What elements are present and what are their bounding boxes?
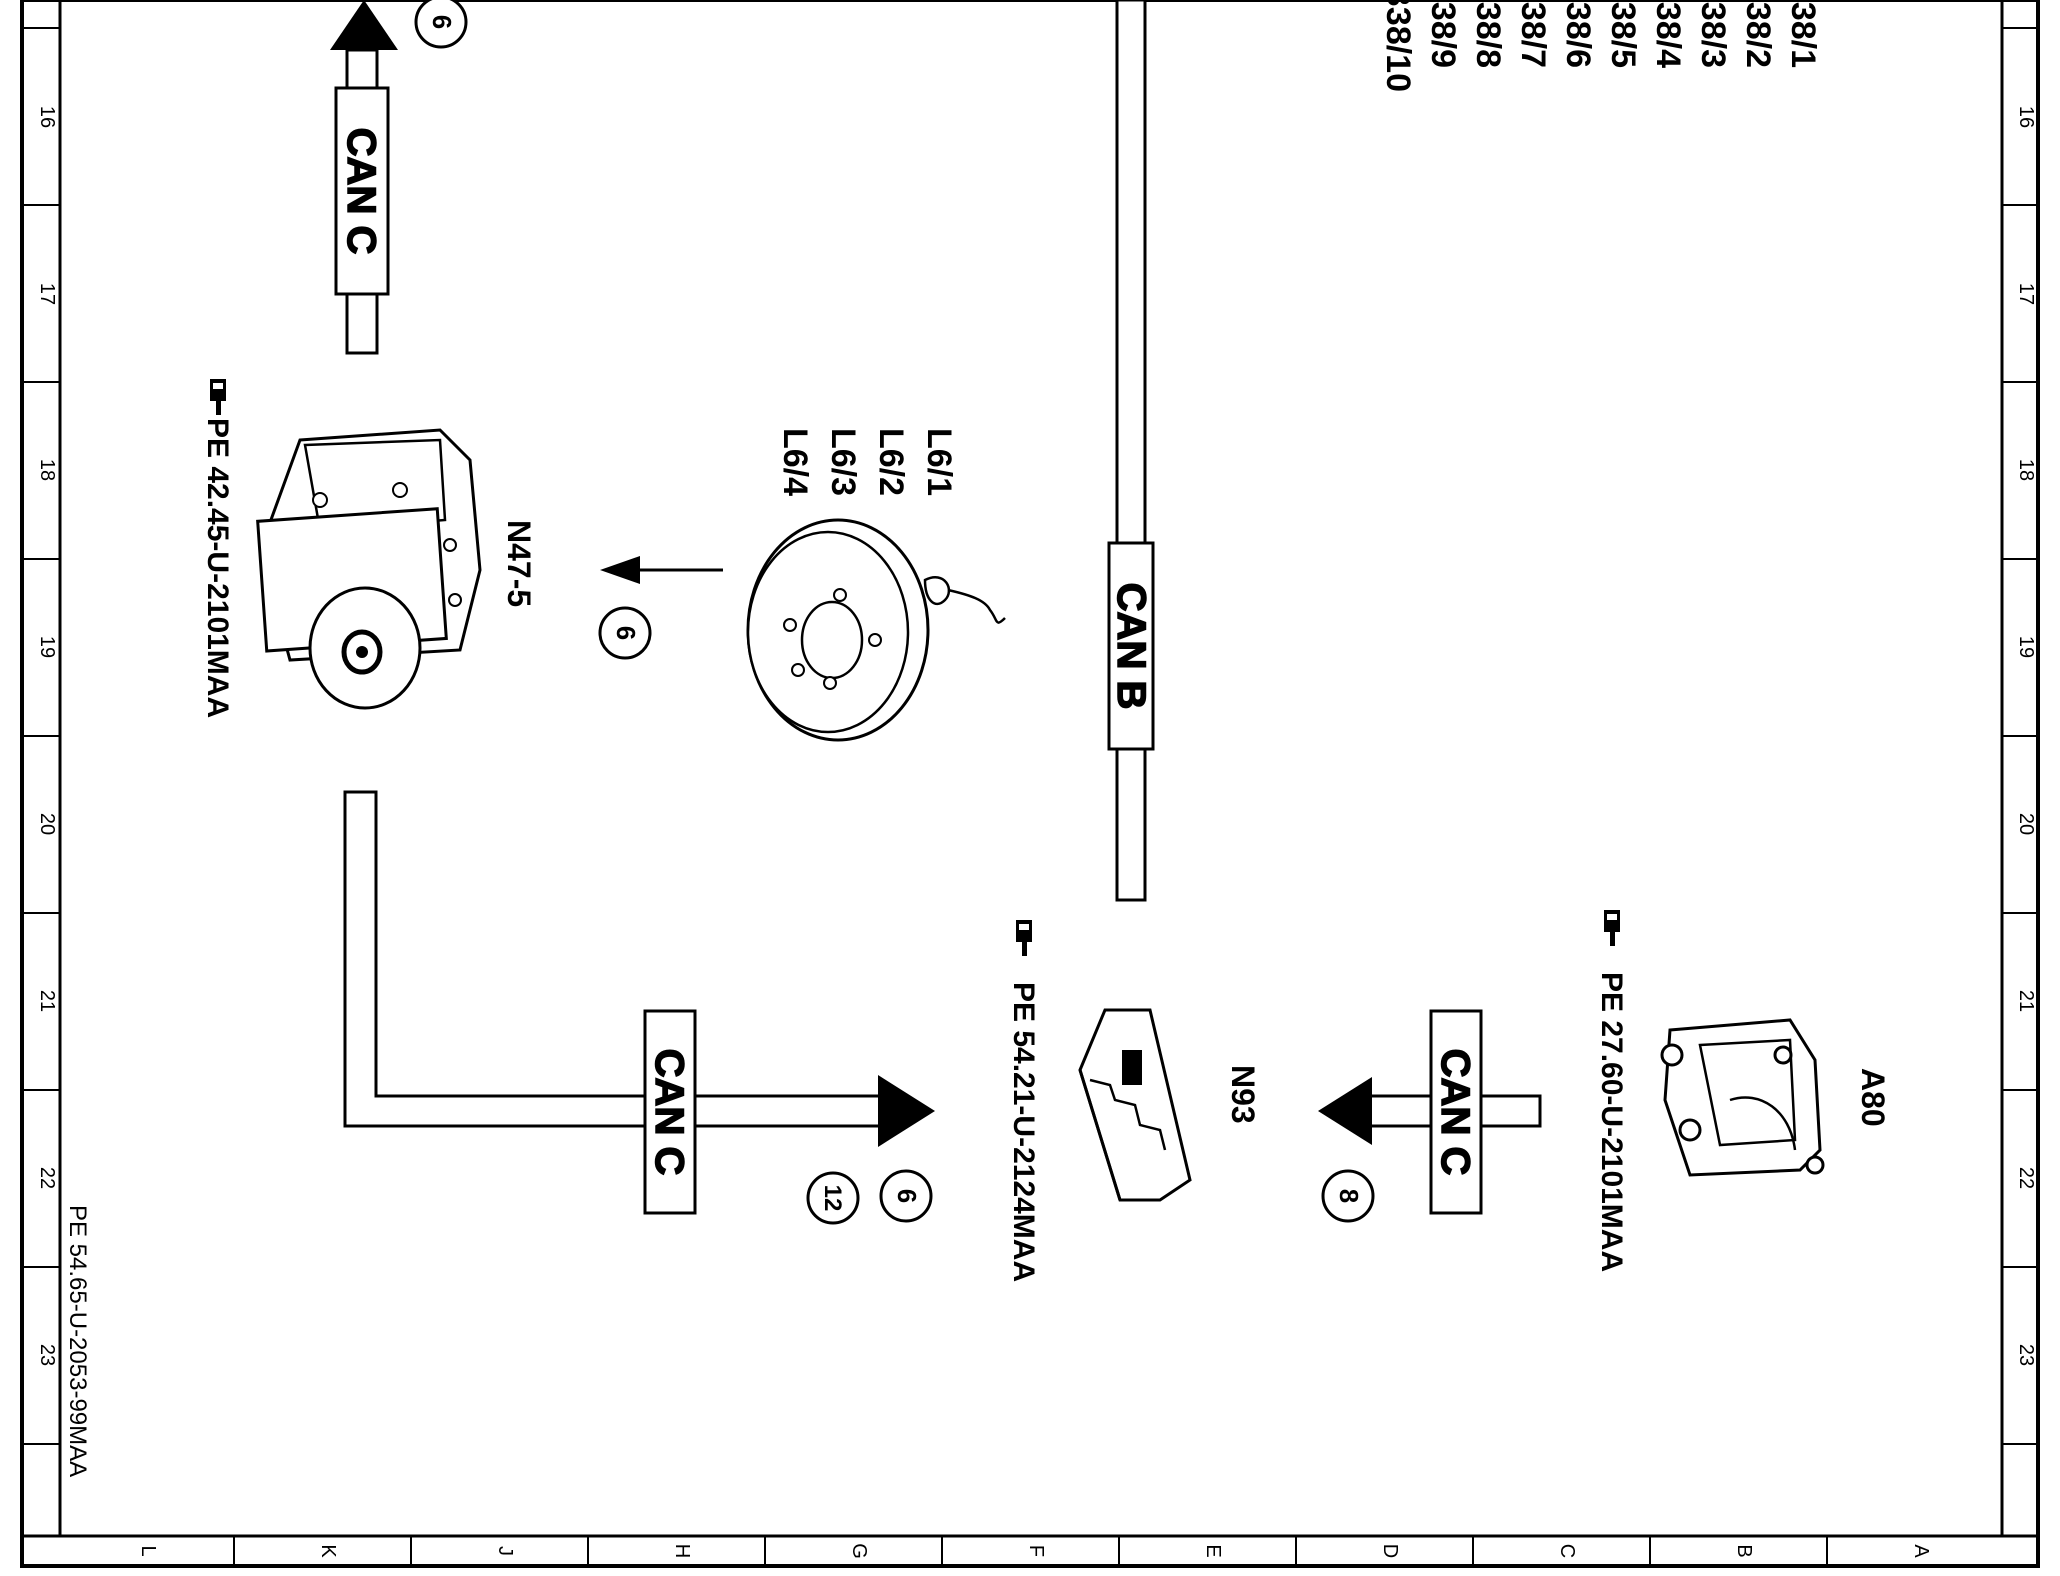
column-letter: K — [317, 1544, 339, 1558]
a80-actuator — [1660, 1018, 1825, 1177]
row-number: 20 — [2015, 813, 2037, 835]
row-number: 21 — [36, 990, 58, 1012]
can-b-bus: CAN B — [1107, 0, 1155, 902]
n47-5-reference: PE 42.45-U-2101MAA — [201, 379, 234, 718]
svg-text:6: 6 — [427, 15, 457, 29]
column-ticks — [233, 1536, 1828, 1566]
svg-text:6: 6 — [892, 1189, 922, 1203]
n47-5-module — [256, 428, 482, 710]
b38-label: B38/5 — [1604, 0, 1642, 68]
circle-marker-middle: 6 — [598, 606, 652, 660]
pointing-hand-icon — [210, 379, 226, 415]
row-number: 17 — [2015, 283, 2037, 305]
row-number: 19 — [2015, 636, 2037, 658]
column-letter: L — [137, 1545, 159, 1556]
b38-label: B38/3 — [1694, 0, 1732, 68]
can-b-label: CAN B — [1109, 583, 1153, 710]
circle-marker-top-left: 6 — [414, 0, 468, 49]
row-number: 21 — [2015, 990, 2037, 1012]
svg-text:PE 42.45-U-2101MAA: PE 42.45-U-2101MAA — [201, 418, 234, 718]
b38-label: B38/6 — [1559, 0, 1597, 68]
sheet-reference: PE 54.65-U-2053-99MAA — [64, 1205, 91, 1477]
row-number: 16 — [36, 106, 58, 128]
can-c-bottom-bus: CAN C — [343, 790, 935, 1215]
can-c-top-label: CAN C — [339, 128, 383, 255]
n93-label: N93 — [1225, 1065, 1261, 1124]
a80-label: A80 — [1855, 1068, 1891, 1127]
b38-label-list: B38/1 B38/2 B38/3 B38/4 B38/5 B38/6 B38/… — [1379, 0, 1822, 92]
svg-text:6: 6 — [611, 626, 641, 640]
row-number: 17 — [36, 283, 58, 305]
column-letter: C — [1556, 1544, 1578, 1558]
a80-reference: PE 27.60-U-2101MAA — [1595, 910, 1628, 1272]
row-number: 16 — [2015, 106, 2037, 128]
l6-label: L6/1 — [920, 428, 958, 496]
arrow-up-icon — [330, 0, 398, 50]
can-c-top-bus: CAN C — [330, 0, 398, 355]
column-letter: J — [494, 1546, 516, 1556]
l6-sensor-disc — [746, 518, 1006, 742]
column-letter: A — [1910, 1544, 1932, 1558]
l6-sensor-labels: L6/1 L6/2 L6/3 L6/4 — [776, 428, 958, 496]
row-ticks-right — [2002, 27, 2038, 1445]
l6-label: L6/4 — [776, 428, 814, 496]
row-number: 22 — [36, 1167, 58, 1189]
column-letter: D — [1379, 1544, 1401, 1558]
column-letters: L K J H G F E D C B A — [137, 1543, 1932, 1559]
n93-reference: PE 54.21-U-2124MAA — [1007, 920, 1040, 1282]
n47-5-label: N47-5 — [501, 520, 537, 607]
row-number: 19 — [36, 636, 58, 658]
n93-module — [1078, 1008, 1192, 1202]
row-number: 23 — [2015, 1344, 2037, 1366]
b38-label: B38/2 — [1739, 0, 1777, 68]
row-number: 20 — [36, 813, 58, 835]
circle-marker-bottom-a: 6 — [879, 1169, 933, 1223]
b38-label: B38/9 — [1424, 0, 1462, 68]
can-c-bottom-label: CAN C — [647, 1049, 691, 1176]
row-number: 18 — [36, 459, 58, 481]
circle-marker-bottom-b: 12 — [806, 1171, 860, 1225]
b38-label: B38/8 — [1469, 0, 1507, 68]
b38-label: B38/7 — [1514, 0, 1552, 68]
arrow-left-icon — [1318, 1077, 1372, 1145]
can-c-right-bus: CAN C — [1318, 1009, 1542, 1215]
arrow-right-icon — [878, 1075, 935, 1147]
b38-label: B38/4 — [1649, 0, 1687, 68]
column-letter: F — [1025, 1545, 1047, 1557]
row-number: 23 — [36, 1344, 58, 1366]
svg-text:12: 12 — [819, 1185, 846, 1212]
row-number: 18 — [2015, 459, 2037, 481]
column-letter: G — [848, 1543, 870, 1559]
column-letter: B — [1733, 1544, 1755, 1557]
row-number: 22 — [2015, 1167, 2037, 1189]
row-numbers-left: 16 17 18 19 20 21 22 23 — [36, 106, 58, 1366]
b38-label: B38/1 — [1784, 0, 1822, 68]
pointing-hand-icon — [1016, 920, 1032, 956]
l6-label: L6/3 — [824, 428, 862, 496]
arrow-left-icon — [600, 556, 640, 584]
column-letter: H — [671, 1544, 693, 1558]
row-numbers-right: 16 17 18 19 20 21 22 23 — [2015, 106, 2037, 1366]
row-ticks-left — [22, 27, 60, 1445]
column-letter: E — [1202, 1544, 1224, 1557]
b38-label: B38/10 — [1379, 0, 1417, 92]
svg-text:PE 54.21-U-2124MAA: PE 54.21-U-2124MAA — [1007, 982, 1040, 1282]
arrow-to-n47-5 — [600, 556, 723, 584]
svg-text:8: 8 — [1334, 1189, 1364, 1203]
circle-marker-right: 8 — [1321, 1169, 1375, 1223]
pointing-hand-icon — [1604, 910, 1620, 946]
l6-label: L6/2 — [872, 428, 910, 496]
svg-text:PE 27.60-U-2101MAA: PE 27.60-U-2101MAA — [1595, 972, 1628, 1272]
can-c-right-label: CAN C — [1433, 1049, 1477, 1176]
drawing-frame — [20, 0, 2040, 1568]
